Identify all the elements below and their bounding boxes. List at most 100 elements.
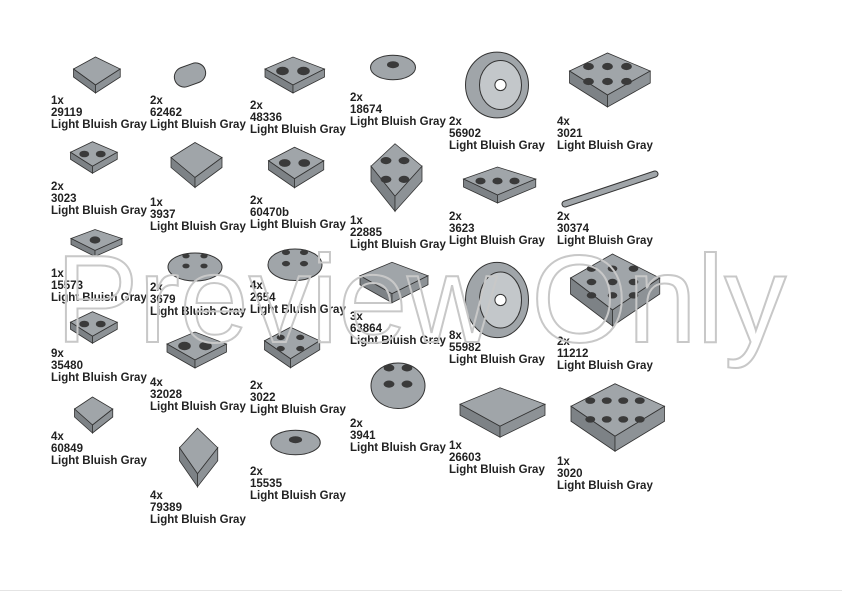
- part-color: Light Bluish Gray: [449, 235, 545, 247]
- part-image-rounded1x2: [69, 311, 119, 344]
- part-label: 4x 79389 Light Bluish Gray: [150, 490, 246, 526]
- part-color: Light Bluish Gray: [557, 480, 653, 492]
- part-image-wheel: [465, 261, 529, 339]
- part-image-plate1x2: [69, 141, 119, 174]
- part-label: 2x 56902 Light Bluish Gray: [449, 116, 545, 152]
- part-color: Light Bluish Gray: [51, 205, 147, 217]
- part-color: Light Bluish Gray: [250, 490, 346, 502]
- part-color: Light Bluish Gray: [150, 221, 246, 233]
- part-image-plate-handle: [264, 56, 326, 94]
- part-image-wheel: [465, 51, 529, 119]
- part-color: Light Bluish Gray: [557, 140, 653, 152]
- part-image-brick-side: [370, 143, 423, 213]
- part-number: 3023: [51, 193, 77, 205]
- part-quantity: 2x: [557, 336, 570, 348]
- part-label: 9x 35480 Light Bluish Gray: [51, 348, 147, 384]
- part-quantity: 2x: [250, 100, 263, 112]
- part-image-tile1x3: [359, 261, 429, 304]
- part-image-plate-clips: [267, 146, 325, 189]
- part-number: 3021: [557, 128, 583, 140]
- part-label: 3x 63864 Light Bluish Gray: [350, 311, 446, 347]
- part-number: 48336: [250, 112, 282, 124]
- part-label: 1x 15573 Light Bluish Gray: [51, 268, 147, 304]
- part-number: 26603: [449, 452, 481, 464]
- part-color: Light Bluish Gray: [150, 401, 246, 413]
- part-label: 2x 3623 Light Bluish Gray: [449, 211, 545, 247]
- part-quantity: 4x: [250, 280, 263, 292]
- part-color: Light Bluish Gray: [449, 140, 545, 152]
- part-color: Light Bluish Gray: [51, 119, 147, 131]
- part-color: Light Bluish Gray: [150, 119, 246, 131]
- part-quantity: 8x: [449, 330, 462, 342]
- part-label: 1x 29119 Light Bluish Gray: [51, 95, 147, 131]
- page-bottom-divider: [0, 590, 842, 591]
- part-image-bar: [561, 170, 659, 208]
- part-label: 2x 62462 Light Bluish Gray: [150, 95, 246, 131]
- part-quantity: 1x: [150, 197, 163, 209]
- part-number: 35480: [51, 360, 83, 372]
- part-label: 2x 11212 Light Bluish Gray: [557, 336, 653, 372]
- part-number: 15535: [250, 478, 282, 490]
- part-quantity: 4x: [557, 116, 570, 128]
- part-image-wedge: [72, 56, 122, 94]
- part-image-plate1x3: [462, 166, 537, 204]
- part-color: Light Bluish Gray: [250, 304, 346, 316]
- part-color: Light Bluish Gray: [350, 116, 446, 128]
- part-image-round-tile-hole: [270, 429, 321, 456]
- part-number: 11212: [557, 348, 589, 360]
- part-color: Light Bluish Gray: [51, 292, 147, 304]
- part-number: 29119: [51, 107, 83, 119]
- part-number: 3020: [557, 468, 583, 480]
- part-color: Light Bluish Gray: [250, 219, 346, 231]
- part-image-round-brick: [370, 362, 426, 409]
- part-quantity: 2x: [449, 116, 462, 128]
- part-number: 55982: [449, 342, 481, 354]
- part-number: 32028: [150, 389, 182, 401]
- part-number: 3623: [449, 223, 475, 235]
- part-quantity: 2x: [150, 282, 163, 294]
- part-quantity: 1x: [557, 456, 570, 468]
- part-number: 3679: [150, 294, 176, 306]
- part-image-plate2x4: [570, 383, 666, 453]
- part-image-jumper: [70, 229, 124, 258]
- part-number: 30374: [557, 223, 589, 235]
- part-color: Light Bluish Gray: [150, 514, 246, 526]
- part-label: 2x 3941 Light Bluish Gray: [350, 418, 446, 454]
- part-number: 3937: [150, 209, 176, 221]
- part-quantity: 4x: [150, 377, 163, 389]
- part-number: 60849: [51, 443, 83, 455]
- part-image-round2x2: [167, 252, 223, 282]
- part-color: Light Bluish Gray: [350, 239, 446, 251]
- part-number: 60470b: [250, 207, 290, 219]
- part-quantity: 4x: [51, 431, 64, 443]
- part-label: 2x 15535 Light Bluish Gray: [250, 466, 346, 502]
- part-color: Light Bluish Gray: [449, 464, 545, 476]
- part-quantity: 1x: [449, 440, 462, 452]
- part-quantity: 1x: [51, 268, 64, 280]
- part-number: 2654: [250, 292, 276, 304]
- part-quantity: 2x: [350, 418, 363, 430]
- part-number: 63864: [350, 323, 382, 335]
- part-label: 2x 18674 Light Bluish Gray: [350, 92, 446, 128]
- part-quantity: 2x: [557, 211, 570, 223]
- part-quantity: 2x: [150, 95, 163, 107]
- part-label: 1x 3020 Light Bluish Gray: [557, 456, 653, 492]
- part-color: Light Bluish Gray: [51, 372, 147, 384]
- part-quantity: 2x: [250, 466, 263, 478]
- part-quantity: 2x: [250, 195, 263, 207]
- part-image-round2x2: [267, 248, 323, 281]
- part-quantity: 9x: [51, 348, 64, 360]
- part-image-hinge: [170, 142, 223, 189]
- part-quantity: 1x: [350, 215, 363, 227]
- part-image-plate2x3: [568, 52, 652, 108]
- part-label: 2x 3679 Light Bluish Gray: [150, 282, 246, 318]
- part-image-clip: [73, 396, 114, 434]
- part-label: 2x 30374 Light Bluish Gray: [557, 211, 653, 247]
- part-quantity: 3x: [350, 311, 363, 323]
- part-label: 2x 48336 Light Bluish Gray: [250, 100, 346, 136]
- part-label: 2x 3023 Light Bluish Gray: [51, 181, 147, 217]
- part-label: 1x 3937 Light Bluish Gray: [150, 197, 246, 233]
- part-image-plate3x3: [569, 253, 661, 327]
- part-number: 15573: [51, 280, 83, 292]
- part-image-tile2x3: [459, 387, 547, 438]
